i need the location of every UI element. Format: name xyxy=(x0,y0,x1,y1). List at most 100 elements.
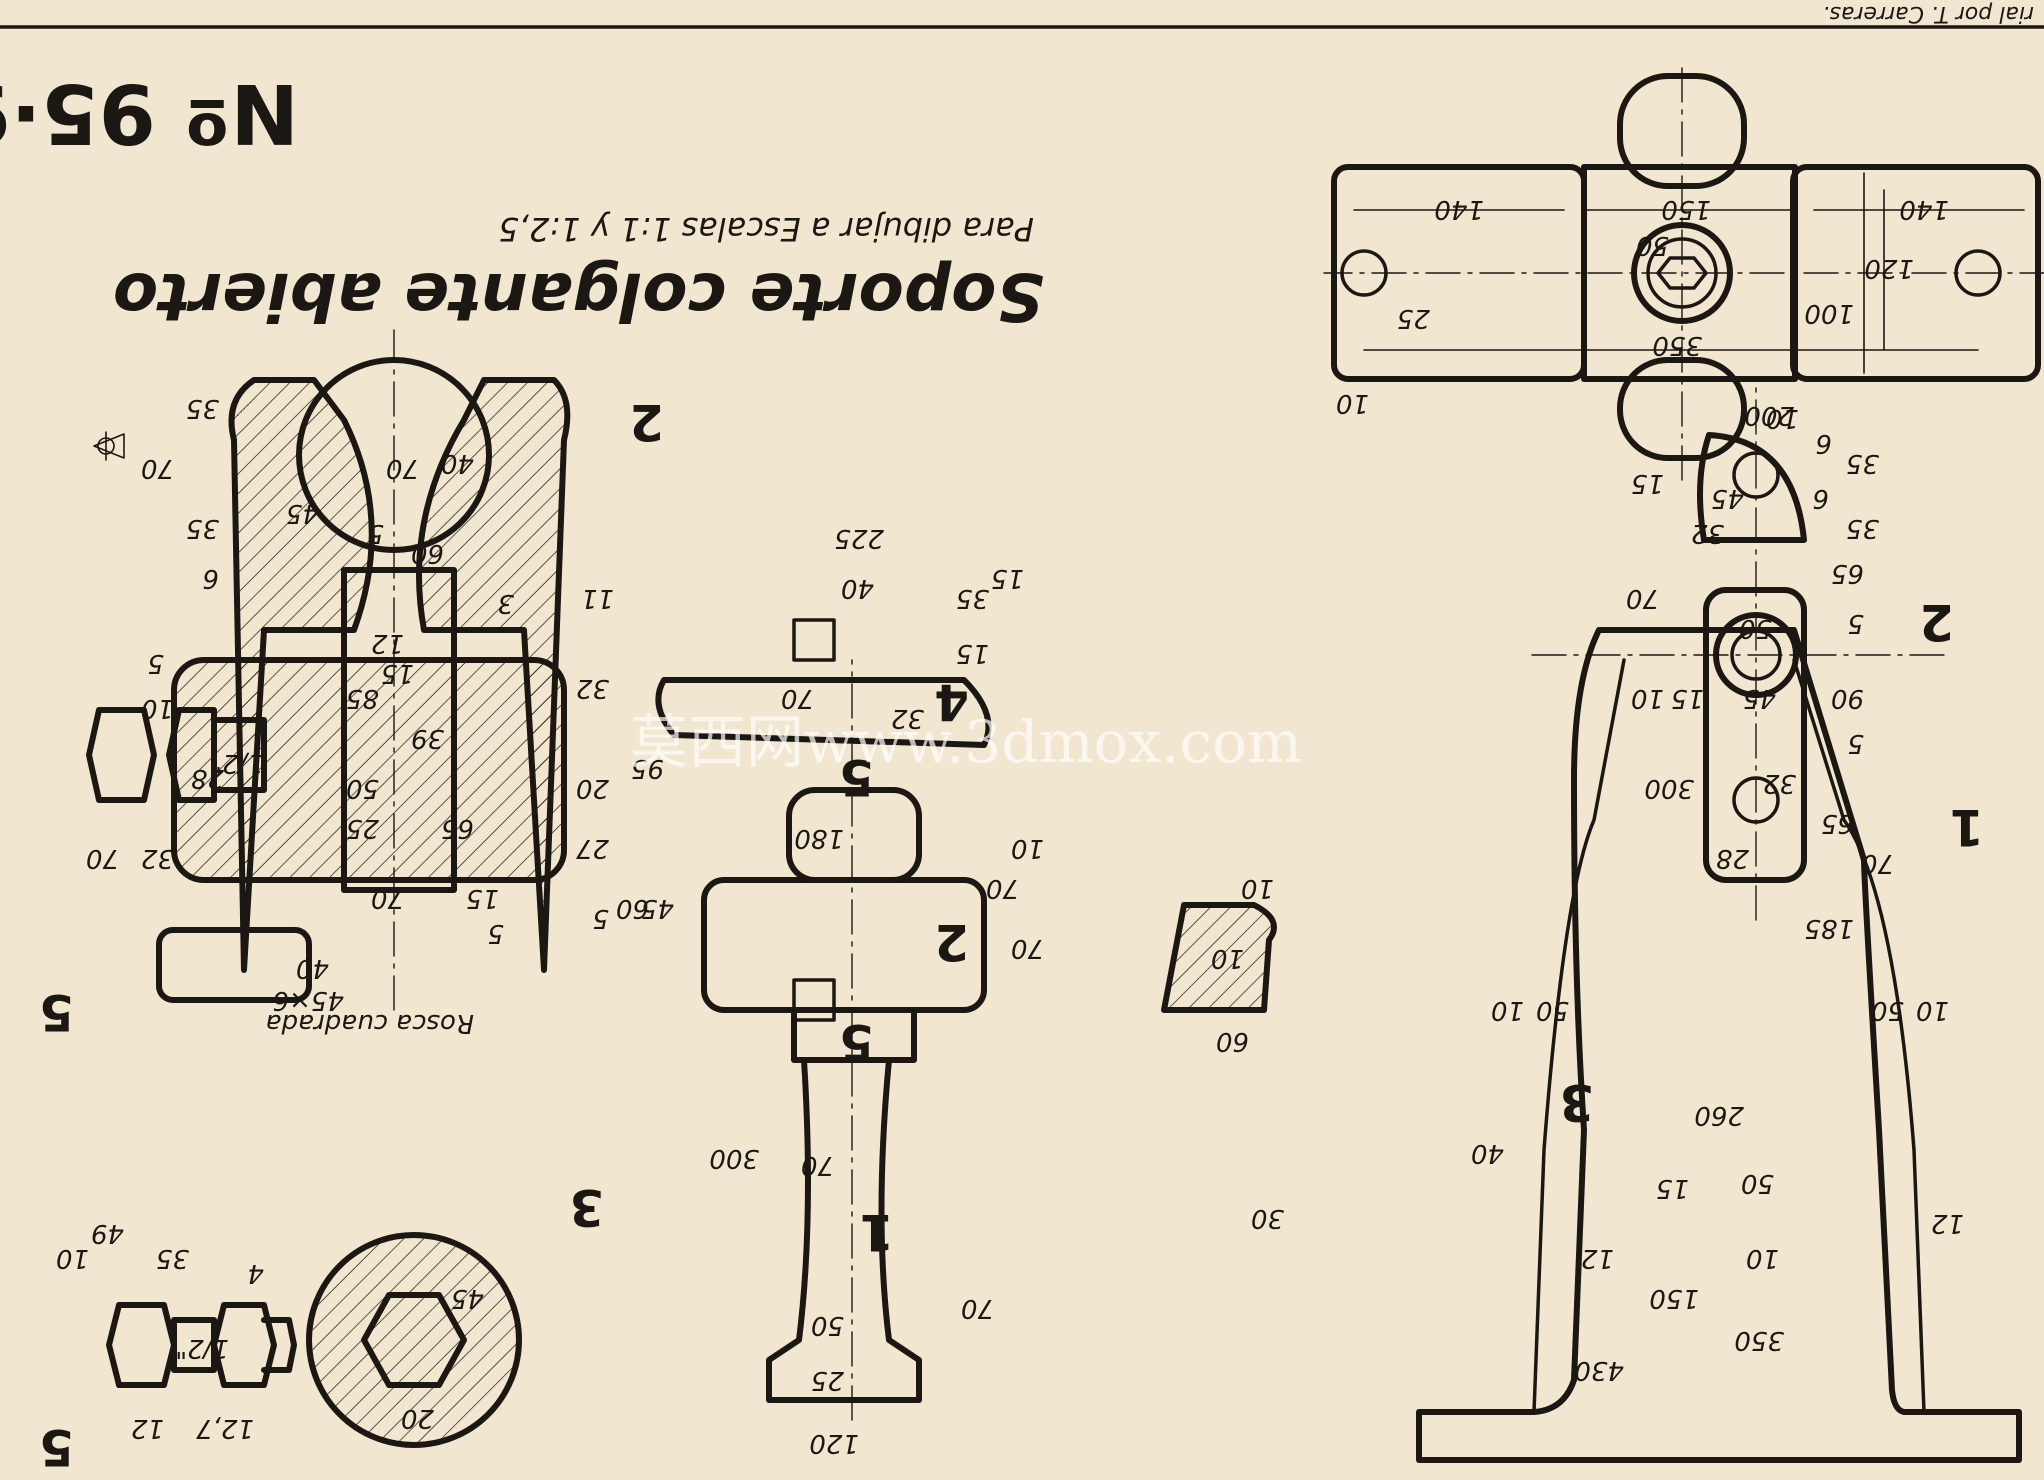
section-dim-32-b: 32 xyxy=(141,843,174,873)
section-dim-27: 27 xyxy=(575,833,609,863)
front-dim-6-b: 6 xyxy=(1812,483,1829,513)
front-dim-32-b: 32 xyxy=(1763,768,1796,798)
top-dim-350: 350 xyxy=(1652,330,1702,360)
front-dim-15-b: 15 xyxy=(1671,683,1704,713)
part-references: 1 1 2 2 2 3 3 4 5 5 5 5 xyxy=(39,393,1984,1476)
side-dim-15-b: 15 xyxy=(956,638,989,668)
section-set-screw xyxy=(86,707,267,803)
sheet-credit: rial por T. Carreras. xyxy=(1823,1,2034,26)
side-dim-120: 120 xyxy=(809,1428,859,1458)
section-dim-95: 95 xyxy=(631,753,664,783)
section-dim-25: 25 xyxy=(346,813,379,843)
part-ref-2-side: 2 xyxy=(934,913,969,971)
side-dim-50: 50 xyxy=(811,1310,844,1340)
section-dim-6: 6 xyxy=(202,563,219,593)
section-dim-39: 39 xyxy=(411,723,444,753)
section-dim-thread: 45×6 xyxy=(273,985,344,1015)
side-view-upper-screw-icon xyxy=(792,618,836,662)
bolt-shank xyxy=(171,1317,217,1373)
part-ref-4: 4 xyxy=(934,673,969,731)
side-view: 225 40 35 15 15 32 70 180 60 45 70 300 7… xyxy=(616,523,1024,1458)
front-dim-260: 260 xyxy=(1694,1100,1744,1130)
front-dim-10-a: 10 xyxy=(1631,683,1664,713)
bolt-dim-4: 4 xyxy=(247,1258,264,1288)
front-dim-50: 50 xyxy=(1739,613,1772,643)
part-ref-2-front: 2 xyxy=(1919,593,1954,651)
front-dim-10-d: 10 xyxy=(1746,1243,1779,1273)
front-dim-350: 350 xyxy=(1734,1325,1784,1355)
bolt-nut-a xyxy=(211,1302,277,1388)
section-note-square-thread: Rosca cuadrada xyxy=(266,1008,474,1038)
front-dim-6-a: 6 xyxy=(1815,428,1832,458)
section-dim-70-c: 70 xyxy=(371,883,404,913)
front-view-hanger-body xyxy=(1416,627,2022,1463)
rib-section: 60 10 70 10 10 xyxy=(1011,833,1277,1056)
side-dim-70-a: 70 xyxy=(781,683,814,713)
front-dim-12-b: 12 xyxy=(1581,1243,1614,1273)
front-dim-40: 40 xyxy=(1471,1138,1504,1168)
front-dim-65-b: 65 xyxy=(1821,808,1854,838)
section-dim-40: 40 xyxy=(441,448,474,478)
bolt-dim-49: 49 xyxy=(91,1218,124,1248)
rib-dim-10-b: 10 xyxy=(1241,873,1274,903)
side-dim-300: 300 xyxy=(709,1143,759,1173)
section-dim-50: 50 xyxy=(346,773,379,803)
section-dim-65: 65 xyxy=(441,813,474,843)
front-view-top-cap xyxy=(1697,432,1807,543)
section-dim-60: 60 xyxy=(411,538,444,568)
section-dim-5-c: 5 xyxy=(592,903,609,933)
top-dim-120: 120 xyxy=(1864,253,1914,283)
bolt-end-view: 45 20 xyxy=(306,1232,522,1448)
rib-dim-10-c: 10 xyxy=(1011,833,1044,863)
section-dim-70-b: 70 xyxy=(386,453,419,483)
part-ref-5-side-a: 5 xyxy=(839,748,874,806)
front-dim-300-a: 300 xyxy=(1644,773,1694,803)
front-dim-90: 90 xyxy=(1831,683,1864,713)
section-view-lock-nut xyxy=(156,927,312,1003)
part-ref-5-section: 5 xyxy=(39,983,74,1041)
front-dim-15-c: 15 xyxy=(1656,1173,1689,1203)
part-ref-1-side: 1 xyxy=(859,1203,894,1261)
side-view-upper-nut xyxy=(786,787,922,883)
rib-section-profile xyxy=(1161,902,1277,1013)
side-dim-70-d: 70 xyxy=(961,1293,994,1323)
side-dim-70-c: 70 xyxy=(801,1150,834,1180)
projection-symbol-icon xyxy=(93,431,125,461)
sheet-number: Nº 95·96 xyxy=(0,65,299,160)
front-dim-10-b: 10 xyxy=(1916,995,1949,1025)
front-dim-30: 30 xyxy=(1251,1203,1284,1233)
top-dim-140-left: 140 xyxy=(1899,194,1949,224)
rib-dim-60: 60 xyxy=(1216,1026,1249,1056)
top-dim-50: 50 xyxy=(1636,230,1669,260)
bolt-dim-12-7: 12,7 xyxy=(196,1413,254,1443)
side-dim-225: 225 xyxy=(834,523,884,553)
front-dim-5-a: 5 xyxy=(1847,608,1864,638)
side-dim-180: 180 xyxy=(794,823,844,853)
front-dim-200: 200 xyxy=(1744,400,1794,430)
side-dim-32: 32 xyxy=(891,703,924,733)
part-ref-1-front: 1 xyxy=(1949,798,1984,856)
side-view-neck xyxy=(791,1007,917,1063)
side-dim-45: 45 xyxy=(641,893,674,923)
top-dim-100: 100 xyxy=(1804,298,1854,328)
sheet-header: Nº 95·96 Soporte colgante abierto Para d… xyxy=(0,1,2044,461)
top-dim-10-b: 10 xyxy=(1766,403,1799,433)
front-dim-50-c: 50 xyxy=(1536,995,1569,1025)
front-dim-45: 45 xyxy=(1711,483,1744,513)
section-dim-70-a: 70 xyxy=(141,453,174,483)
section-dim-3: 3 xyxy=(497,588,514,618)
section-dim-11: 11 xyxy=(581,583,614,613)
section-dim-32: 32 xyxy=(576,673,609,703)
bolt-dim-10: 10 xyxy=(56,1243,89,1273)
section-dim-12: 12 xyxy=(371,628,404,658)
section-view-spindle xyxy=(341,567,457,893)
front-dim-70-a: 70 xyxy=(1626,583,1659,613)
section-dim-20: 20 xyxy=(576,773,609,803)
bolt-tip xyxy=(261,1317,297,1373)
section-view: 35 70 35 70 40 45 5 60 6 11 3 12 15 85 3… xyxy=(86,329,664,1038)
part-ref-3-front: 3 xyxy=(1559,1073,1594,1131)
front-view-inner-right-contour xyxy=(1532,658,1626,1414)
